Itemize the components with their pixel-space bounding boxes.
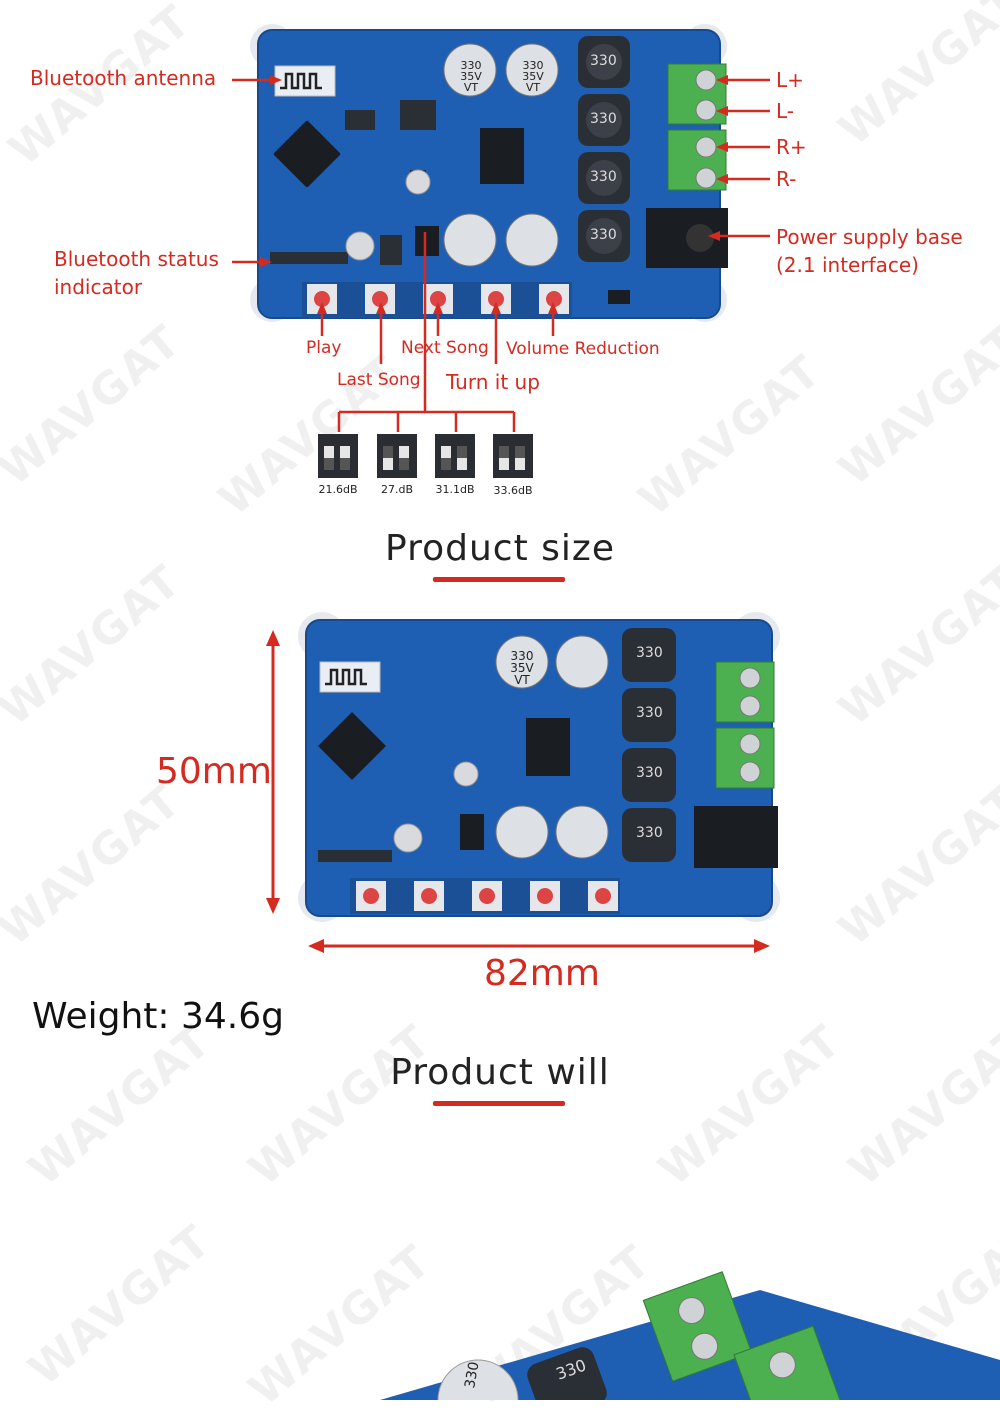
dip-switch-label: 33.6dB [493,484,533,497]
label-bluetooth-status: Bluetooth status [54,247,219,271]
inductor-text: 330 [636,765,663,781]
inductor-text: 330 [590,169,617,185]
watermark: WAVGAT [649,1015,852,1196]
label-r-plus: R+ [776,135,807,159]
label-power-supply-base: Power supply base [776,225,963,249]
inductor-text: 330 [590,111,617,127]
watermark: WAVGAT [239,1015,442,1196]
height-dimension-label: 50mm [156,751,272,792]
label-l-plus: L+ [776,68,804,92]
inductor-text: 330 [590,53,617,69]
section-heading-product-size: Product size [385,528,615,569]
label-power-interface: (2.1 interface) [776,253,919,277]
section-heading-product-will: Product will [390,1052,610,1093]
inductor-text: 330 [636,705,663,721]
label-next-song: Next Song [401,338,489,358]
watermark: WAVGAT [19,1015,222,1196]
inductor-group [578,36,630,262]
dip-switch-label: 31.1dB [435,483,475,496]
watermark: WAVGAT [839,1015,1000,1196]
capacitor-group [443,43,559,267]
inductor-text: 330 [590,227,617,243]
callout-arrows [232,75,770,432]
inductor-text: 330 [636,645,663,661]
label-bluetooth-antenna: Bluetooth antenna [30,66,217,90]
dip-switch-label: 21.6dB [318,483,358,496]
label-bluetooth-status-line2: indicator [54,275,143,299]
label-play: Play [306,338,342,358]
heading-underline [433,577,565,582]
label-last-song: Last Song [337,370,421,390]
dimension-arrows [266,630,770,953]
board-size-diagram [266,612,780,953]
label-l-minus: L- [776,99,795,123]
board-angle-photo [380,1271,1000,1400]
label-turn-it-up: Turn it up [446,370,540,394]
dip-switch-group [318,434,533,478]
heading-underline [433,1101,565,1106]
weight-label: Weight: 34.6g [32,996,284,1037]
board-diagram [232,24,770,478]
dip-switch-label: 27.dB [380,483,414,496]
width-dimension-label: 82mm [484,953,600,994]
label-volume-reduction: Volume Reduction [506,339,660,359]
inductor-text: 330 [636,825,663,841]
label-r-minus: R- [776,167,797,191]
